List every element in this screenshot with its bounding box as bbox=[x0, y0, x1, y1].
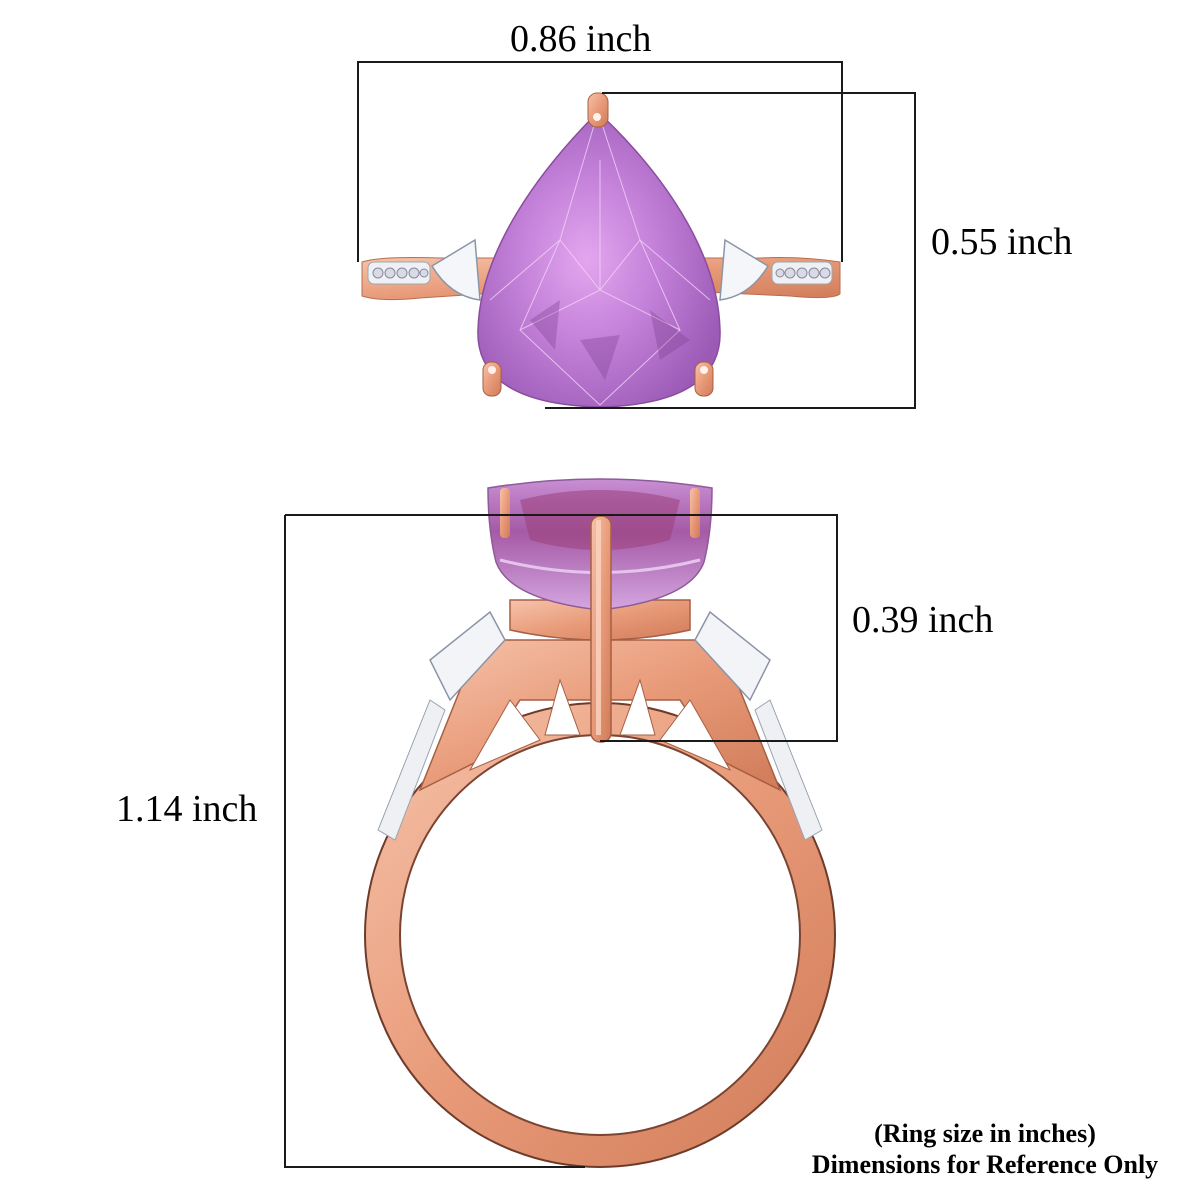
dimension-lines bbox=[284, 61, 916, 1168]
width-dimension-bracket bbox=[357, 61, 843, 262]
total-height-label: 1.14 inch bbox=[116, 788, 258, 830]
reference-only-note: Dimensions for Reference Only bbox=[811, 1150, 1159, 1179]
length-label: 0.55 inch bbox=[931, 221, 1073, 263]
reference-note: (Ring size in inches) Dimensions for Ref… bbox=[784, 1118, 1186, 1180]
total-height-dimension-bracket bbox=[284, 515, 585, 1168]
width-label: 0.86 inch bbox=[510, 18, 652, 60]
length-dimension-bracket bbox=[545, 92, 916, 409]
side-view-ring bbox=[364, 478, 836, 1168]
ring-size-note: (Ring size in inches) bbox=[874, 1119, 1096, 1148]
head-height-dimension-bracket bbox=[285, 514, 838, 742]
top-view-ring bbox=[361, 92, 841, 408]
head-height-label: 0.39 inch bbox=[852, 599, 994, 641]
